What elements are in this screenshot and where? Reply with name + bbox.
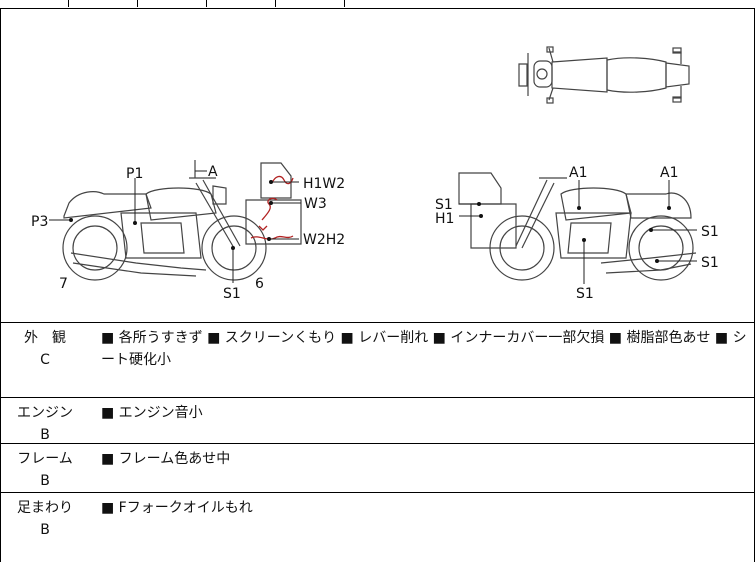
row-label: フレーム B xyxy=(1,444,89,492)
row-label: 外 観 C xyxy=(1,323,89,371)
label-p3: P3 xyxy=(31,214,48,230)
damage-diagram: A P1 P3 7 S1 6 H1W2 W3 W2H2 A1 A1 S1 H1 … xyxy=(0,8,755,322)
label-6: 6 xyxy=(255,276,264,292)
row-engine: エンジン B ■ エンジン音小 xyxy=(0,397,755,444)
table-divider xyxy=(344,0,345,7)
grade: B xyxy=(40,522,50,538)
right-view-motorcycle xyxy=(458,172,697,281)
front-view-fairing xyxy=(245,162,302,245)
condition-notes: ■ Fフォークオイルもれ xyxy=(101,500,253,516)
top-view-motorcycle xyxy=(518,46,690,104)
grade: B xyxy=(40,473,50,489)
table-divider xyxy=(68,0,69,7)
row-frame: フレーム B ■ フレーム色あせ中 xyxy=(0,443,755,493)
label-7: 7 xyxy=(59,276,68,292)
category-name: エンジン xyxy=(17,405,73,421)
row-suspension: 足まわり B ■ Fフォークオイルもれ xyxy=(0,492,755,562)
callout-dots xyxy=(69,180,671,263)
callout-lines xyxy=(49,170,697,284)
label-a1-right: A1 xyxy=(660,165,678,181)
label-a1-left: A1 xyxy=(569,165,587,181)
condition-notes: ■ フレーム色あせ中 xyxy=(101,451,231,467)
top-table-edge xyxy=(0,0,755,9)
label-s1-bottom-right: S1 xyxy=(576,286,594,302)
label-s1-right-2: S1 xyxy=(701,255,719,271)
category-name: フレーム xyxy=(17,451,73,467)
label-s1-left: S1 xyxy=(223,286,241,302)
table-divider xyxy=(275,0,276,7)
category-name: 足まわり xyxy=(17,500,73,516)
row-label: 足まわり B xyxy=(1,493,89,541)
grade: B xyxy=(40,427,50,443)
label-w3: W3 xyxy=(304,196,327,212)
label-s1-side: S1 xyxy=(435,197,453,213)
category-name: 外 観 xyxy=(24,330,66,346)
table-divider xyxy=(137,0,138,7)
condition-notes: ■ 各所うすきず ■ スクリーンくもり ■ レバー削れ ■ インナーカバー一部欠… xyxy=(101,330,747,368)
label-s1-right-1: S1 xyxy=(701,224,719,240)
label-h1w2: H1W2 xyxy=(303,176,345,192)
grade: C xyxy=(40,352,50,368)
table-divider xyxy=(206,0,207,7)
label-a: A xyxy=(208,164,218,180)
label-p1: P1 xyxy=(126,166,143,182)
row-exterior: 外 観 C ■ 各所うすきず ■ スクリーンくもり ■ レバー削れ ■ インナー… xyxy=(0,322,755,398)
damage-marks xyxy=(250,175,294,240)
motorcycle-diagram-svg: A P1 P3 7 S1 6 H1W2 W3 W2H2 A1 A1 S1 H1 … xyxy=(31,46,719,302)
left-view-motorcycle xyxy=(62,160,267,281)
condition-notes: ■ エンジン音小 xyxy=(101,405,203,421)
label-w2h2: W2H2 xyxy=(303,232,345,248)
label-h1-side: H1 xyxy=(435,211,454,227)
row-label: エンジン B xyxy=(1,398,89,446)
